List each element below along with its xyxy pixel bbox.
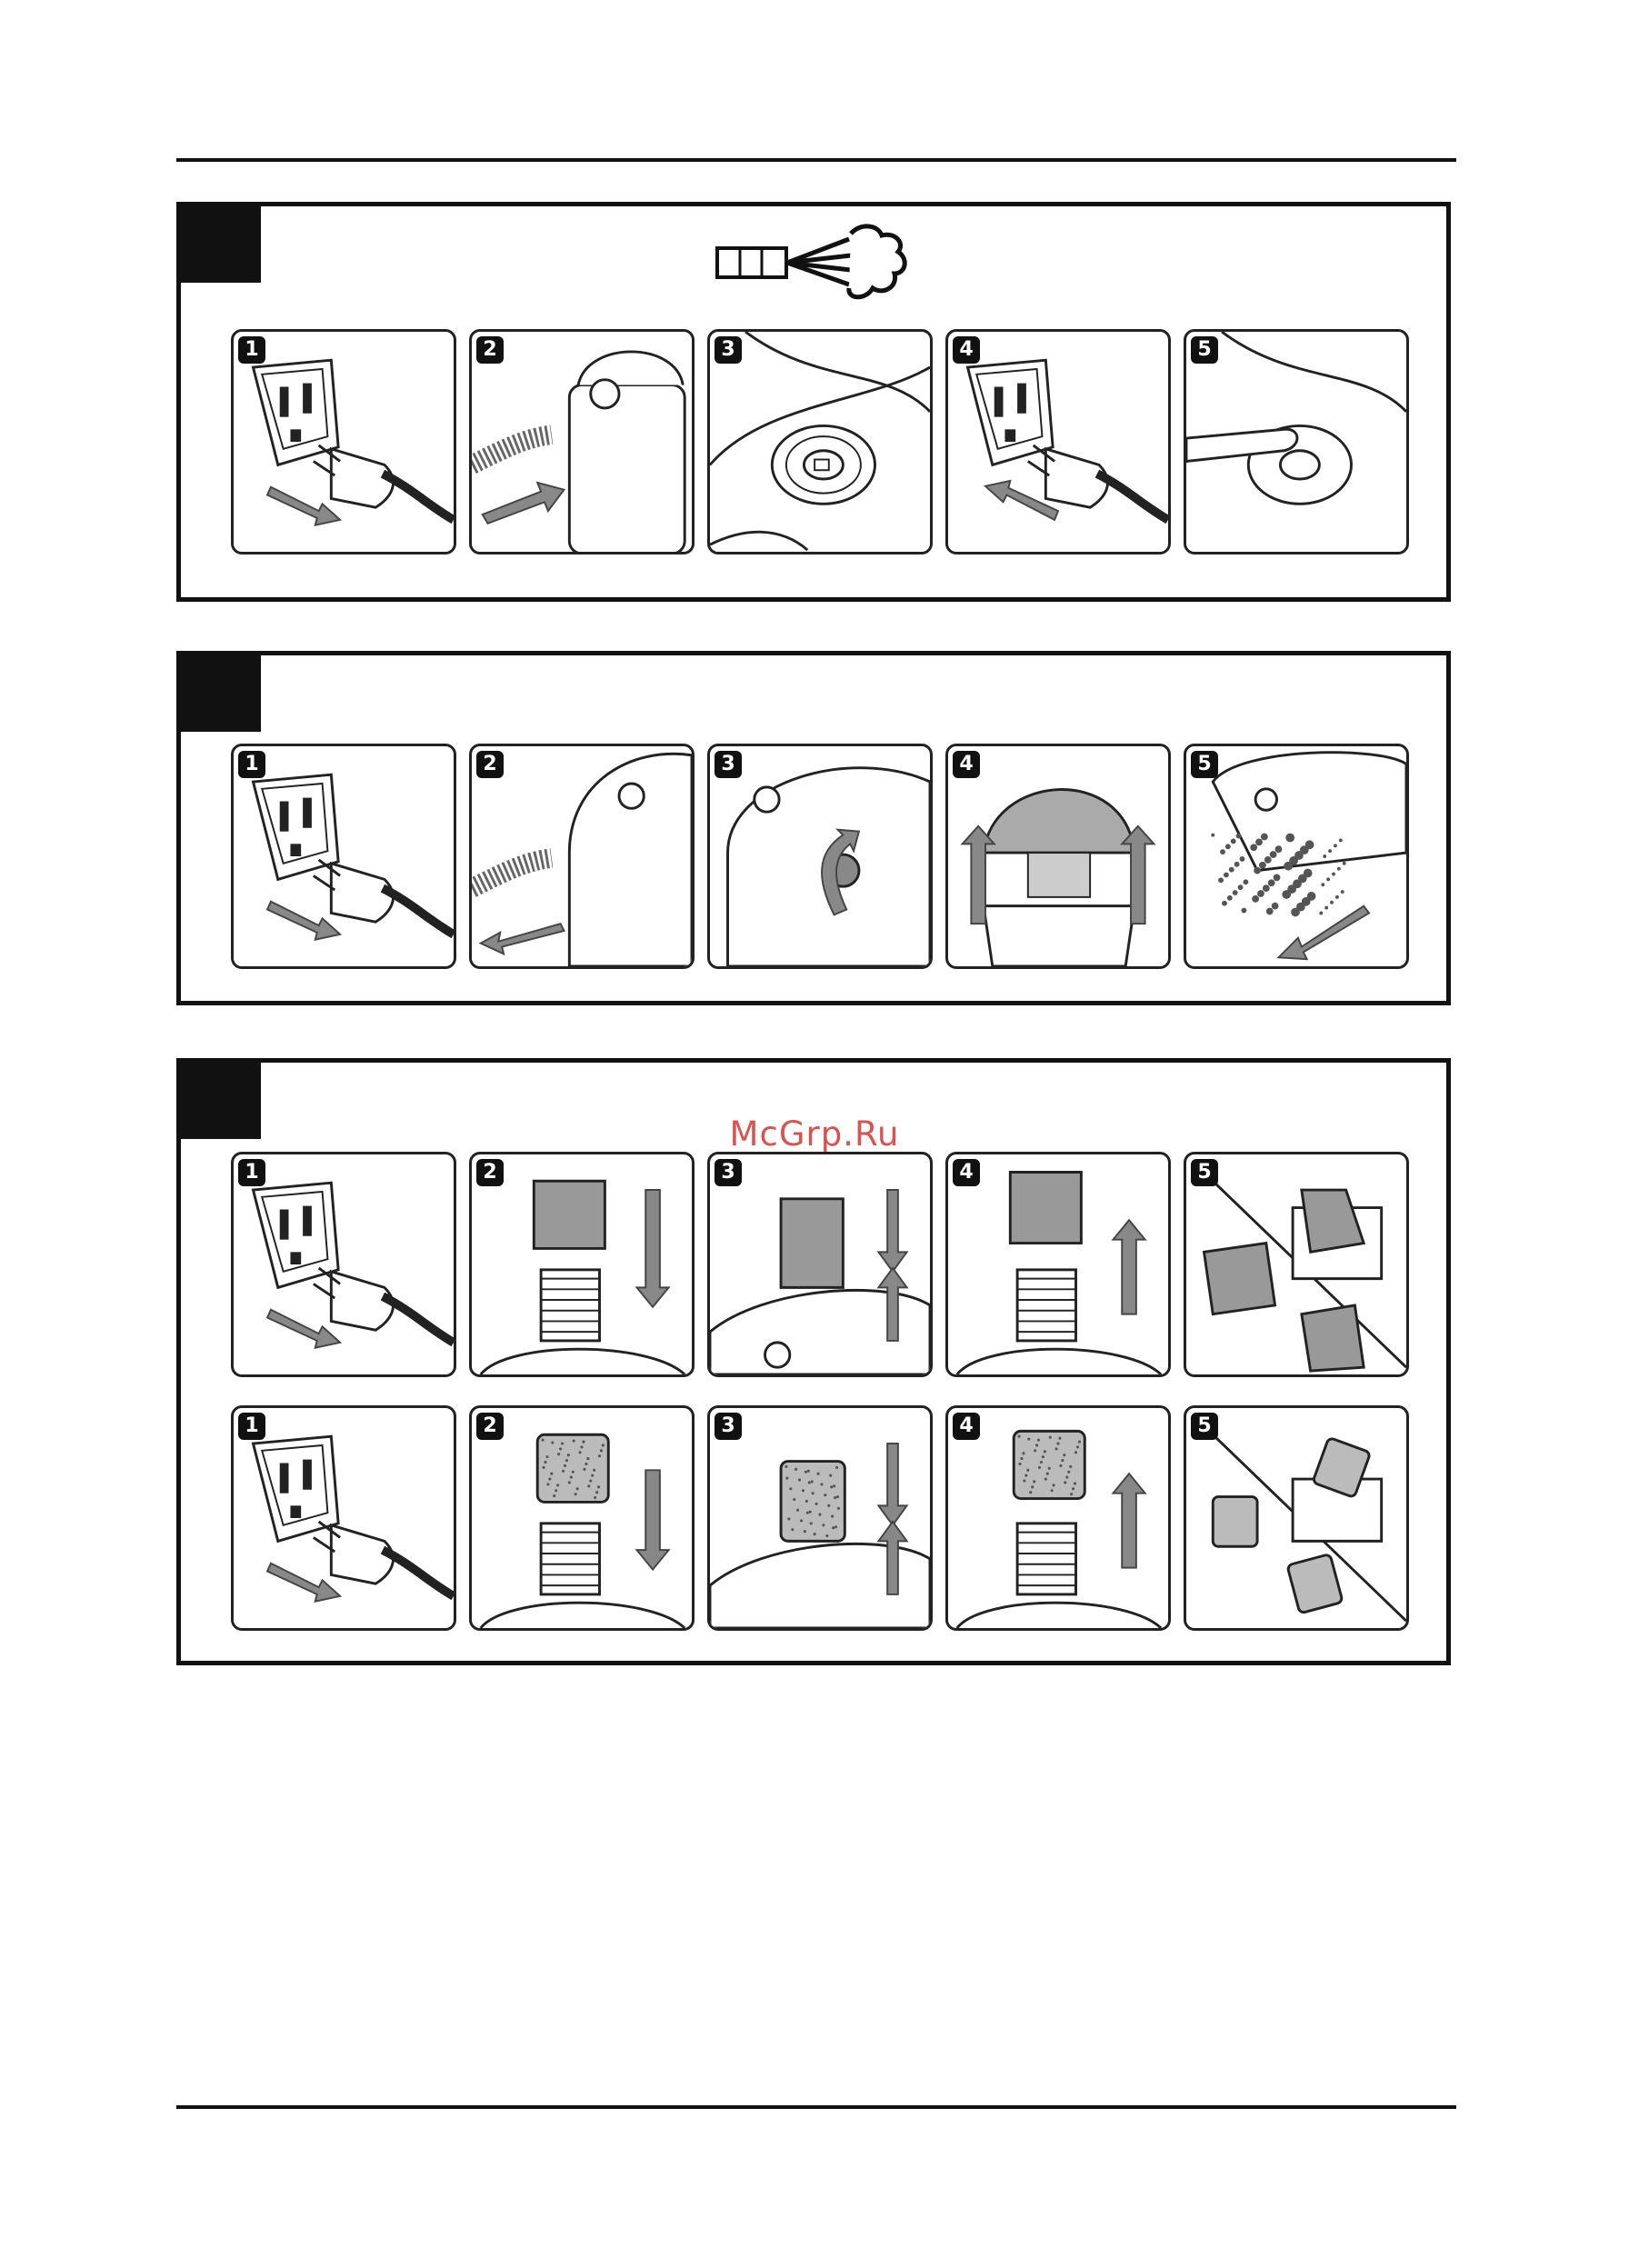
unplug-icon [234,1408,454,1628]
step-number-badge: 2 [476,751,504,778]
step-panel: 3 [707,1152,933,1377]
step-number-badge: 3 [715,336,742,364]
step-number-badge: 1 [238,336,265,364]
step-number-badge: 5 [1191,751,1218,778]
step-panel: 1 [231,744,456,969]
foam-filter-install-icon [472,1408,692,1628]
step-number-badge: 3 [715,1159,742,1186]
step-panel: 4 [945,1152,1171,1377]
plug-in-icon [948,332,1168,552]
step-panel: 3 [707,1405,933,1631]
step-number-badge: 4 [953,751,980,778]
press-switch-icon [1186,332,1406,552]
step-number-badge: 4 [953,1159,980,1186]
step-panel: 5 [1184,329,1409,555]
step-panel: 4 [945,744,1171,969]
filter-with-airflow-icon [715,223,914,305]
bag-filter-wash-icon [1186,1154,1406,1374]
bag-filter-remove-icon [948,1154,1168,1374]
step-number-badge: 4 [953,336,980,364]
foam-filter-seat-icon [710,1408,930,1628]
watermark: McGrp.Ru [0,1114,1629,1154]
step-panel: 2 [469,744,695,969]
step-panel: 3 [707,744,933,969]
step-panel: 3 [707,329,933,555]
section-tab [181,206,261,283]
step-number-badge: 1 [238,1159,265,1186]
step-number-badge: 5 [1191,1413,1218,1440]
step-panel: 1 [231,1152,456,1377]
step-panel: 2 [469,329,695,555]
step-panel: 1 [231,1405,456,1631]
step-number-badge: 1 [238,751,265,778]
step-panel: 1 [231,329,456,555]
step-panel: 2 [469,1152,695,1377]
empty-debris-icon [1186,746,1406,966]
footer-rule [176,2105,1456,2109]
step-number-badge: 2 [476,1159,504,1186]
step-number-badge: 3 [715,1413,742,1440]
unplug-icon [234,1154,454,1374]
step-panel: 4 [945,1405,1171,1631]
foam-filter-remove-icon [948,1408,1168,1628]
unplug-icon [234,746,454,966]
step-panel: 2 [469,1405,695,1631]
step-number-badge: 2 [476,1413,504,1440]
unlatch-icon [710,746,930,966]
foam-filter-wash-icon [1186,1408,1406,1628]
unplug-icon [234,332,454,552]
hose-insert-icon [472,332,692,552]
lift-head-icon [948,746,1168,966]
bag-filter-install-icon [472,1154,692,1374]
step-panel: 5 [1184,744,1409,969]
step-number-badge: 4 [953,1413,980,1440]
step-number-badge: 1 [238,1413,265,1440]
step-panel: 5 [1184,1405,1409,1631]
power-switch-icon [710,332,930,552]
bag-filter-seat-icon [710,1154,930,1374]
step-number-badge: 5 [1191,336,1218,364]
step-panel: 4 [945,329,1171,555]
header-rule [176,158,1456,162]
step-panel: 5 [1184,1152,1409,1377]
hose-remove-icon [472,746,692,966]
step-number-badge: 5 [1191,1159,1218,1186]
step-number-badge: 3 [715,751,742,778]
section-tab [181,655,261,732]
step-number-badge: 2 [476,336,504,364]
